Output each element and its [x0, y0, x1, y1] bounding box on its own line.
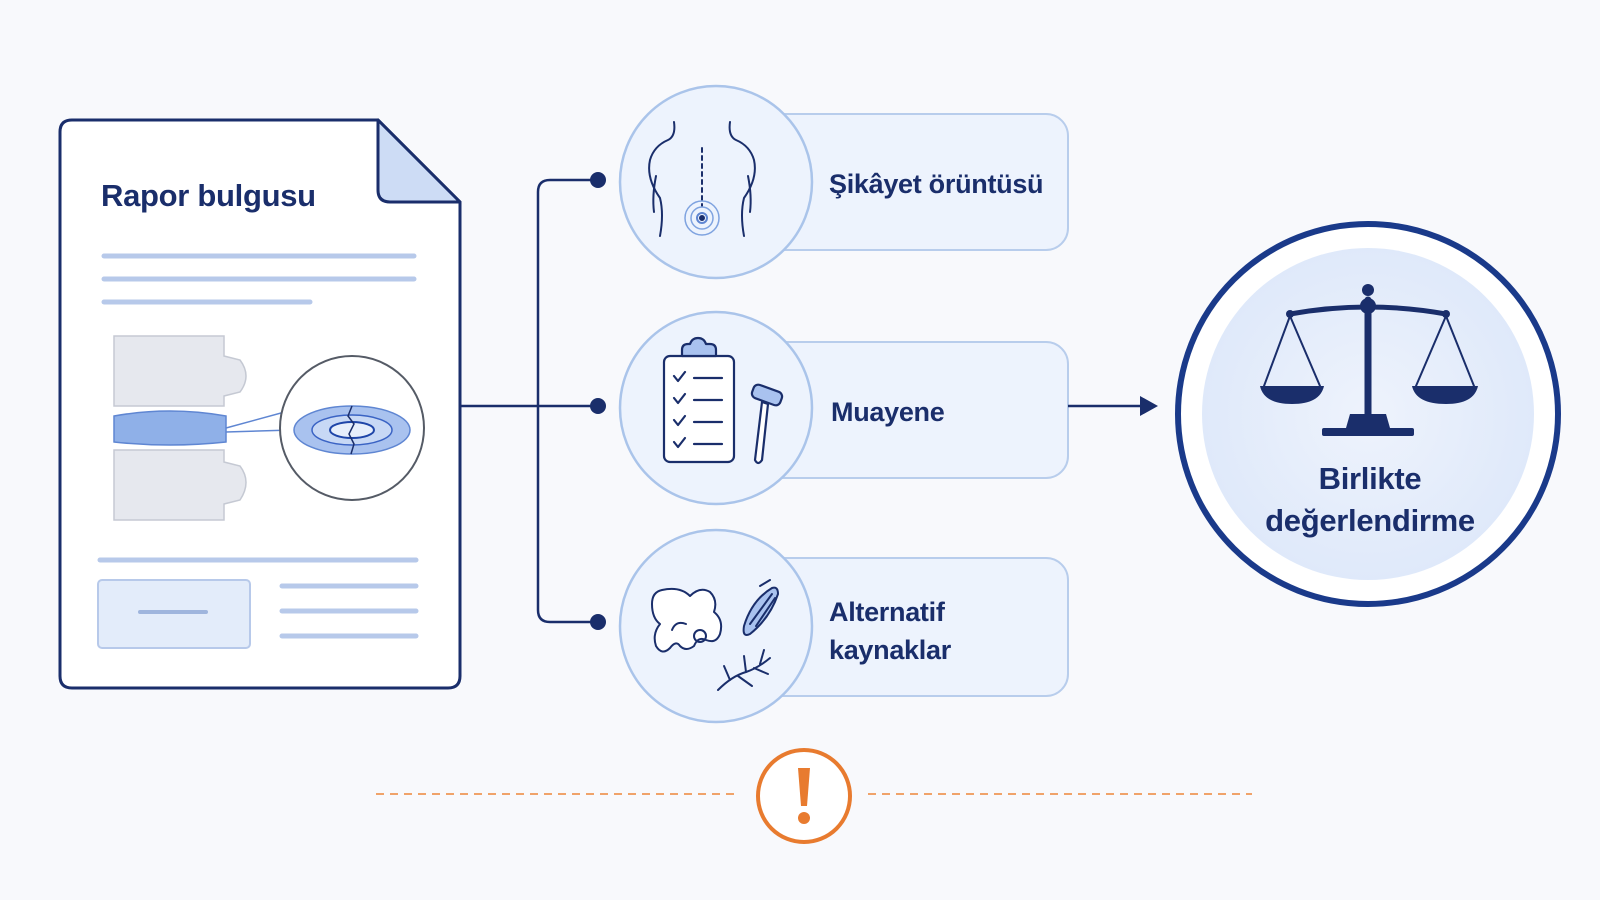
connector-lines [460, 178, 598, 624]
result-label: Birlikte değerlendirme [1265, 461, 1475, 538]
spine-disc-icon [113, 335, 293, 521]
report-document [58, 118, 462, 690]
exclamation-icon [756, 748, 852, 844]
pelvis-muscle-nerve-icon [651, 579, 779, 691]
result-arrow [1068, 396, 1158, 416]
clipboard-reflex-hammer-icon [662, 336, 784, 465]
step-label-complaint-pattern: Şikâyet örüntüsü [829, 169, 1044, 199]
magnified-disc-icon [279, 355, 425, 501]
page-fold-icon [376, 118, 462, 204]
document-text-lines [97, 253, 419, 639]
document-title: Rapor bulgusu [101, 178, 316, 213]
step-label-examination: Muayene [831, 397, 945, 427]
connector-dots [590, 172, 606, 630]
step-card-3 [618, 528, 1069, 724]
step-card-1 [618, 84, 1069, 280]
balance-scale-icon [1260, 284, 1478, 436]
back-pain-icon [648, 121, 756, 237]
step-label-alternative-sources: Alternatif kaynaklar [829, 597, 951, 665]
